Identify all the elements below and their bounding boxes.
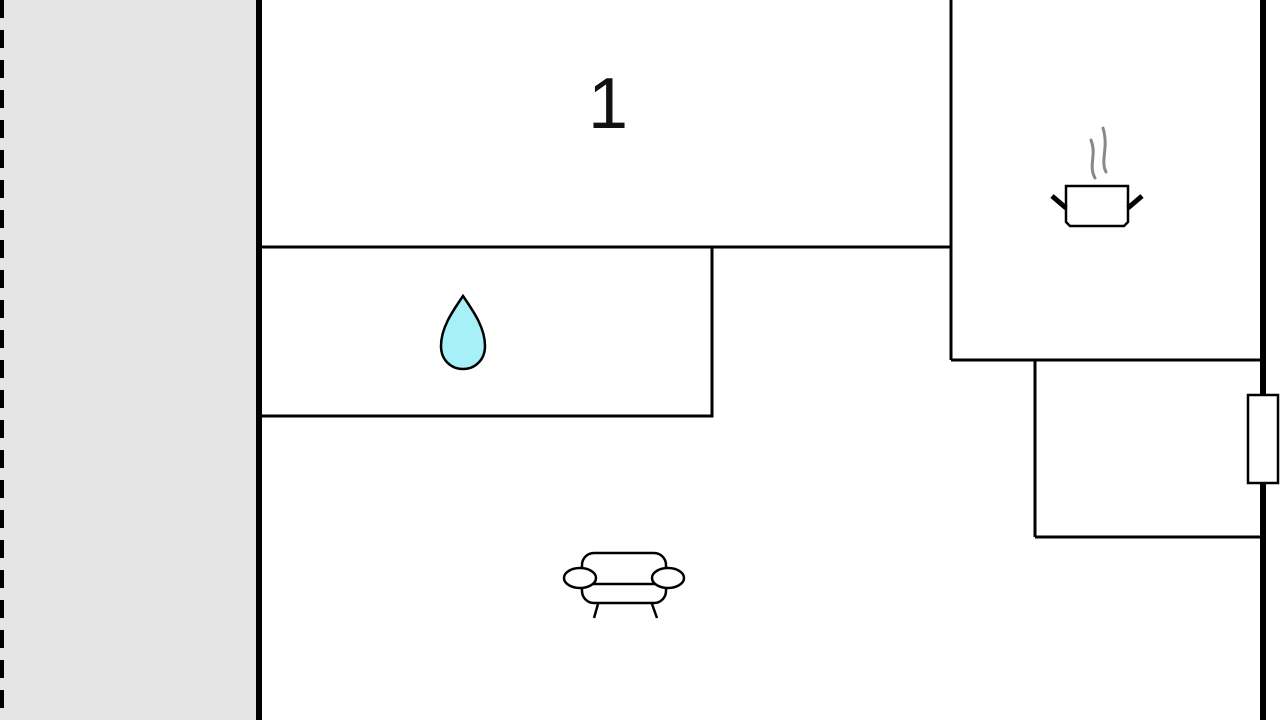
bathroom-water-drop-icon [439,293,487,371]
living-room-sofa-icon [562,551,686,619]
room-number-label: 1 [587,64,629,144]
window-icon [1246,393,1280,485]
interior-walls [257,0,1263,539]
outside-area [0,0,258,720]
kitchen-pot-icon [1050,126,1144,228]
